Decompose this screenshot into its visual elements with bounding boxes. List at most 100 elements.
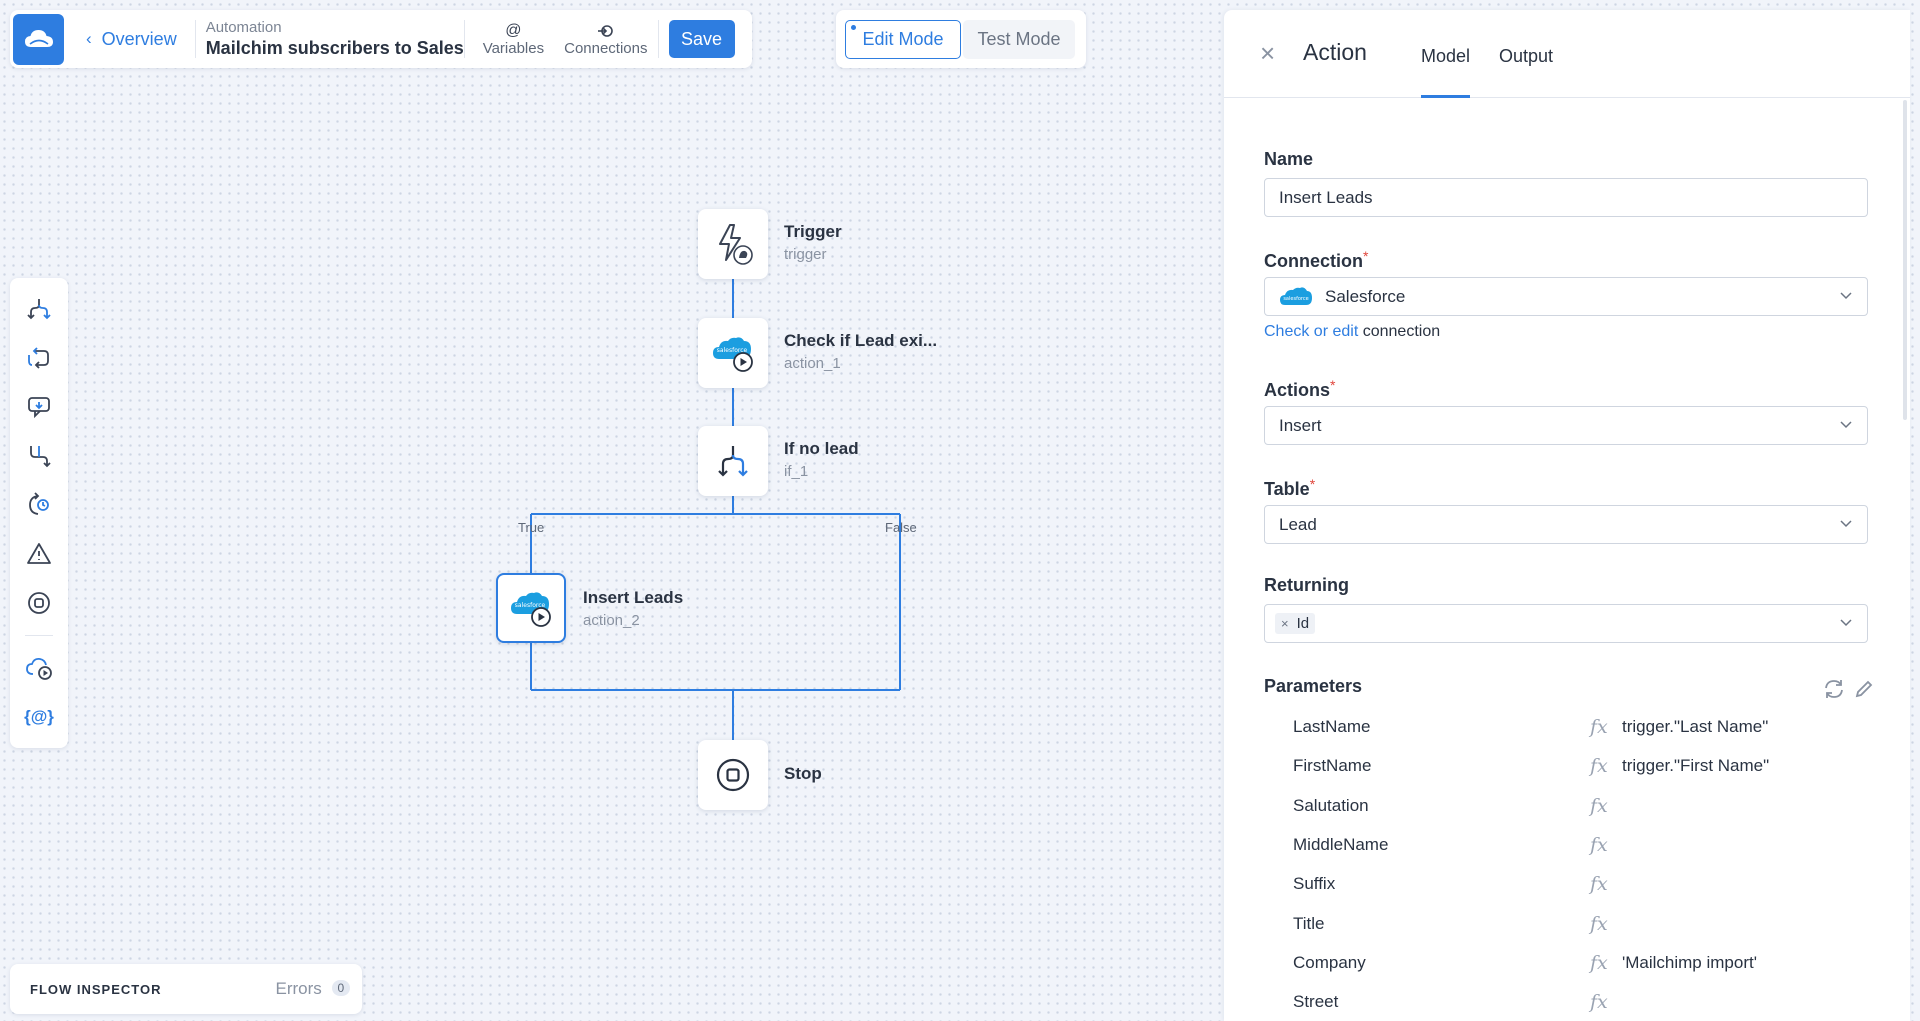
chip-label: Id xyxy=(1296,615,1310,632)
cloud-logo-icon xyxy=(24,30,53,47)
actions-label-text: Actions xyxy=(1264,380,1331,400)
loop-icon xyxy=(28,347,49,369)
parameter-name: FirstName xyxy=(1293,756,1372,776)
node-toolbox: {@} xyxy=(10,278,68,748)
actions-value: Insert xyxy=(1279,415,1322,435)
chevron-down-icon xyxy=(1840,619,1852,627)
divider xyxy=(463,20,465,58)
parameter-value[interactable]: trigger."Last Name" xyxy=(1622,717,1769,736)
if-branch-icon xyxy=(27,299,51,320)
flow-inspector-title: FLOW INSPECTOR xyxy=(30,981,162,997)
parameters-label: Parameters xyxy=(1264,676,1363,696)
required-mark: * xyxy=(1309,476,1316,492)
automation-title[interactable]: Mailchim subscribers to Salesf... xyxy=(205,38,464,58)
fx-icon[interactable]: fx xyxy=(1590,794,1608,817)
errors-toggle[interactable]: Errors 0 xyxy=(275,979,351,999)
add-merge-tool[interactable] xyxy=(20,437,58,475)
parameter-row: LastName fx trigger."Last Name" xyxy=(1264,712,1868,742)
fx-icon[interactable]: fx xyxy=(1590,716,1608,738)
parameter-row: Title fx xyxy=(1264,909,1868,939)
fx-icon[interactable]: fx xyxy=(1590,755,1608,778)
node-title: Trigger xyxy=(784,222,842,241)
panel-scrollbar[interactable] xyxy=(1903,100,1907,420)
actions-label: Actions* xyxy=(1264,377,1335,401)
variables-button[interactable]: @ Variables xyxy=(483,22,544,57)
insert-leads-node[interactable]: salesforce xyxy=(496,573,566,643)
edit-mode-button[interactable]: Edit Mode xyxy=(845,19,961,59)
check-edit-connection-link[interactable]: Check or edit xyxy=(1264,323,1359,340)
parameter-row: Suffix fx xyxy=(1264,869,1868,899)
add-action-tool[interactable] xyxy=(20,649,58,687)
parameter-value[interactable]: 'Mailchimp import' xyxy=(1622,952,1757,972)
chevron-down-icon xyxy=(1840,421,1852,429)
close-icon[interactable]: × xyxy=(1260,38,1276,68)
tab-output[interactable]: Output xyxy=(1499,46,1554,66)
trigger-node[interactable] xyxy=(698,209,768,279)
panel-header: × Action Model Output xyxy=(1224,10,1910,98)
app-logo[interactable] xyxy=(13,13,64,65)
add-variables-tool[interactable]: {@} xyxy=(20,698,58,736)
edit-pencil-icon[interactable] xyxy=(1854,679,1874,699)
stop-node-label: Stop xyxy=(784,764,822,784)
table-select[interactable]: Lead xyxy=(1264,505,1868,544)
refresh-icon[interactable] xyxy=(1822,678,1846,700)
errors-count-badge: 0 xyxy=(331,980,351,996)
message-icon xyxy=(28,397,50,419)
action-properties-panel: × Action Model Output Name Connection* s… xyxy=(1224,10,1910,1021)
flow-inspector[interactable]: FLOW INSPECTOR Errors 0 xyxy=(10,964,362,1014)
connections-button[interactable]: Connections xyxy=(564,22,648,57)
name-input[interactable] xyxy=(1264,178,1868,217)
salesforce-wordmark: salesforce xyxy=(717,347,748,354)
salesforce-action-icon: salesforce xyxy=(511,592,551,627)
stop-node[interactable] xyxy=(698,740,768,810)
parameter-name: Street xyxy=(1293,992,1339,1012)
parameter-row: FirstName fx trigger."First Name" xyxy=(1264,751,1868,781)
salesforce-wordmark: salesforce xyxy=(515,602,546,609)
tab-model[interactable]: Model xyxy=(1421,46,1471,98)
mode-switch: Edit Mode Test Mode xyxy=(836,10,1086,68)
test-mode-button[interactable]: Test Mode xyxy=(963,19,1075,59)
connections-label: Connections xyxy=(564,39,648,57)
trigger-node-label: Trigger trigger xyxy=(784,222,842,263)
returning-multiselect[interactable]: × Id xyxy=(1264,604,1868,643)
salesforce-action-icon: salesforce xyxy=(713,337,753,372)
trigger-bolt-icon xyxy=(719,224,753,265)
actions-select[interactable]: Insert xyxy=(1264,406,1868,445)
refresh-icon xyxy=(29,492,49,515)
add-retry-tool[interactable] xyxy=(20,486,58,524)
add-loop-tool[interactable] xyxy=(20,339,58,377)
connection-select[interactable]: salesforce Salesforce xyxy=(1264,277,1868,316)
add-message-tool[interactable] xyxy=(20,388,58,426)
returning-label: Returning xyxy=(1264,575,1349,595)
false-branch-label: False xyxy=(885,520,917,535)
salesforce-wordmark: salesforce xyxy=(1283,296,1308,302)
variables-icon: {@} xyxy=(24,707,54,726)
remove-chip-icon[interactable]: × xyxy=(1281,616,1289,631)
save-button[interactable]: Save xyxy=(668,20,735,58)
variables-label: Variables xyxy=(482,39,545,57)
table-value: Lead xyxy=(1279,514,1317,534)
parameter-name: Title xyxy=(1293,913,1325,933)
fx-icon[interactable]: fx xyxy=(1590,951,1608,974)
stop-icon xyxy=(28,592,50,614)
fx-icon[interactable]: fx xyxy=(1590,912,1608,935)
parameter-name: Salutation xyxy=(1293,795,1369,815)
parameter-name: Suffix xyxy=(1293,874,1336,894)
parameter-name: LastName xyxy=(1293,717,1371,736)
fx-icon[interactable]: fx xyxy=(1590,833,1608,856)
fx-icon[interactable]: fx xyxy=(1590,991,1608,1014)
fx-icon[interactable]: fx xyxy=(1590,873,1608,896)
add-raise-error-tool[interactable] xyxy=(20,535,58,573)
required-mark: * xyxy=(1363,248,1369,264)
if-no-lead-node[interactable] xyxy=(698,426,768,496)
table-label-text: Table xyxy=(1264,479,1310,499)
add-stop-tool[interactable] xyxy=(20,584,58,622)
back-to-overview-link[interactable]: ‹ Overview xyxy=(86,29,177,50)
required-mark: * xyxy=(1330,377,1336,393)
parameter-value[interactable]: trigger."First Name" xyxy=(1622,756,1770,776)
panel-title: Action xyxy=(1303,39,1367,65)
check-lead-node[interactable]: salesforce xyxy=(698,318,768,388)
add-if-branch-tool[interactable] xyxy=(20,290,58,328)
